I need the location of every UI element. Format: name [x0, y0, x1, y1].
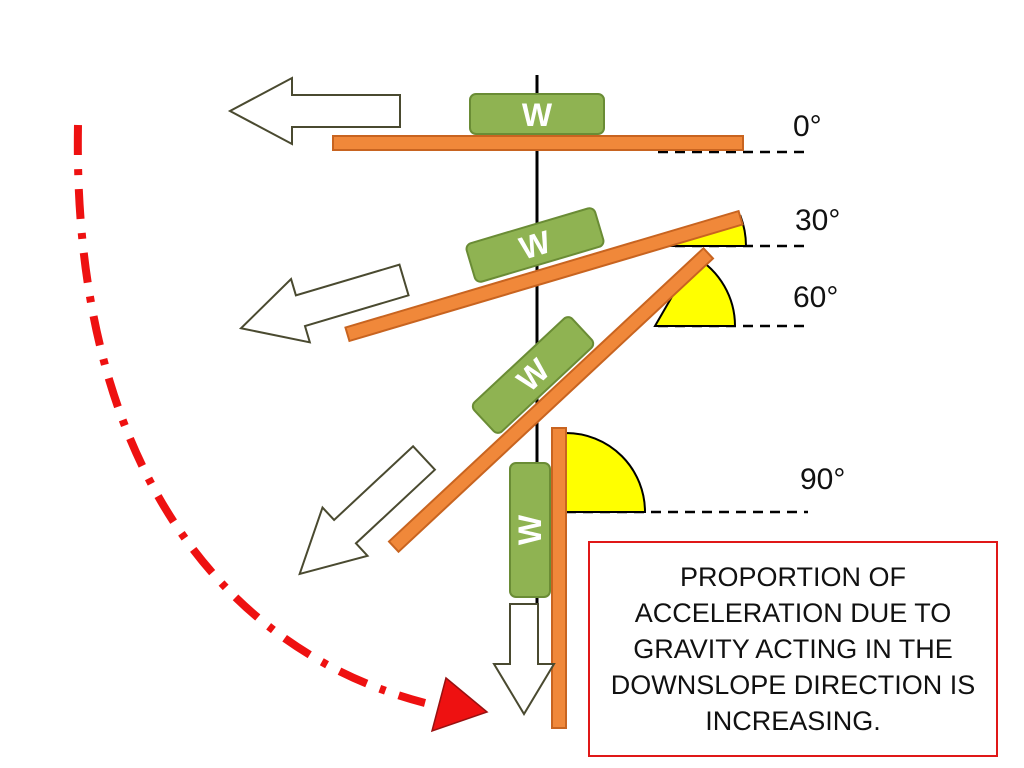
caption-text: PROPORTION OF ACCELERATION DUE TO GRAVIT… [610, 562, 976, 736]
rotation-arc-arrow [73, 124, 427, 707]
downslope-arrow-60 [298, 444, 437, 576]
caption-box: PROPORTION OF ACCELERATION DUE TO GRAVIT… [588, 541, 998, 757]
downslope-arrow-90 [492, 603, 556, 716]
angle-label-60: 60° [793, 281, 838, 314]
block-label: W [522, 97, 553, 133]
plank-90 [551, 427, 567, 729]
downslope-arrow-0 [227, 76, 401, 146]
block-label: W [512, 514, 548, 545]
block-30: W [465, 207, 605, 283]
downslope-arrow-30 [238, 263, 410, 344]
rotation-arrowhead [430, 676, 489, 733]
block-90: W [509, 462, 551, 598]
plank-0 [332, 135, 744, 151]
angle-label-90: 90° [800, 463, 845, 496]
angle-label-30: 30° [795, 204, 840, 237]
angle-sector-90 [565, 431, 647, 513]
plank-60 [387, 246, 715, 554]
angle-label-0: 0° [793, 110, 822, 143]
plank-30 [344, 209, 744, 343]
block-0: W [469, 93, 605, 135]
